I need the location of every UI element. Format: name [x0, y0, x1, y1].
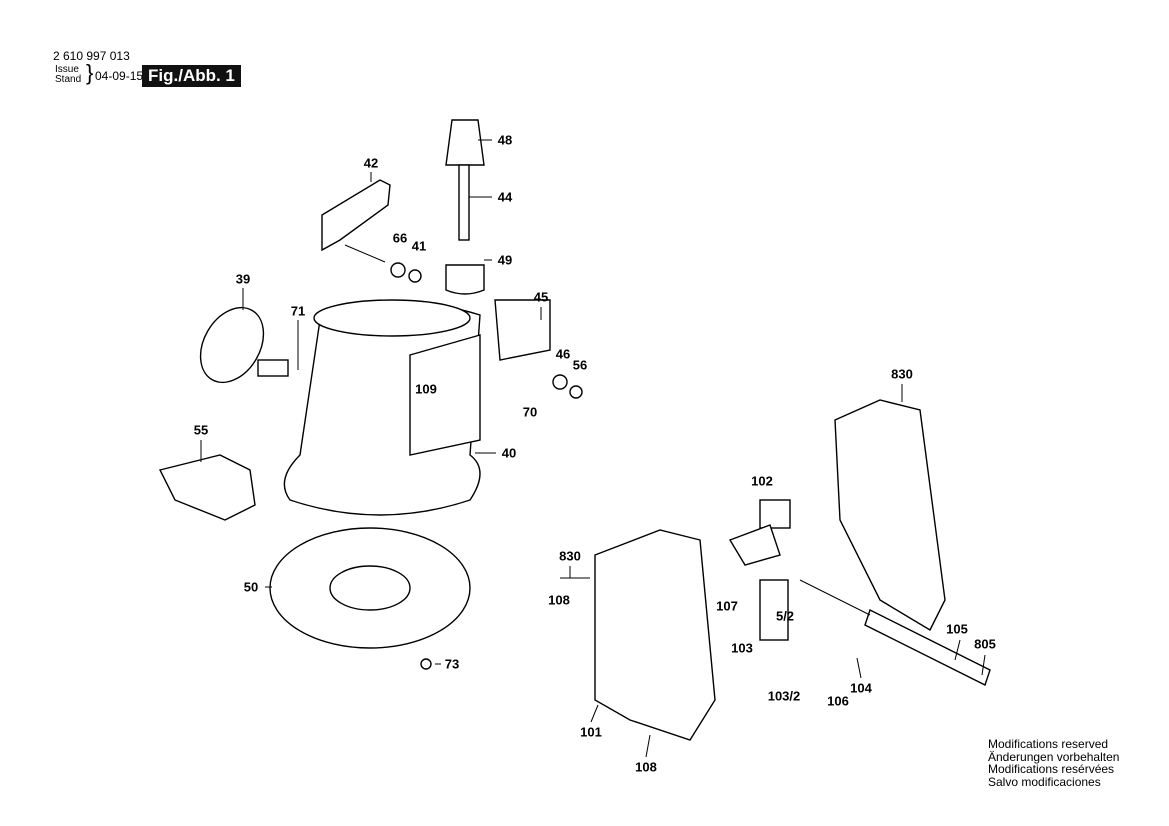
- nut-41: [408, 269, 422, 283]
- part-label-106: 106: [827, 693, 849, 709]
- part-label-103: 103: [731, 640, 753, 656]
- knob-48: [445, 119, 485, 166]
- part-label-71: 71: [290, 303, 306, 319]
- base-opening: [313, 299, 471, 337]
- part-label-103-2: 103/2: [767, 688, 801, 704]
- washer-66: [390, 262, 406, 278]
- document-number: 2 610 997 013: [53, 49, 130, 63]
- part-label-44: 44: [497, 189, 513, 205]
- screw-56: [569, 385, 583, 399]
- issue-date: 04-09-15: [95, 69, 144, 83]
- part-label-102: 102: [751, 473, 773, 489]
- switch-103: [759, 579, 789, 641]
- part-label-830-right: 830: [891, 366, 913, 382]
- part-label-41: 41: [411, 238, 427, 254]
- part-label-105: 105: [946, 621, 968, 637]
- part-label-107: 107: [716, 598, 738, 614]
- notice-es: Salvo modificaciones: [988, 774, 1101, 789]
- notice-de: Änderungen vorbehalten: [988, 749, 1120, 764]
- issue-text: Issue: [55, 64, 79, 75]
- switch-102: [759, 499, 791, 529]
- bracket-45: [494, 299, 551, 361]
- handle-right-830: [834, 399, 946, 631]
- spring-46: [552, 374, 568, 390]
- part-label-109: 109: [415, 381, 437, 397]
- leader-lines: [200, 139, 986, 758]
- screw-73: [420, 658, 432, 670]
- part-label-49: 49: [497, 252, 513, 268]
- bracket-42: [321, 179, 391, 252]
- part-label-108: 108: [548, 592, 570, 608]
- stand-text: Stand: [55, 74, 82, 85]
- part-label-805: 805: [974, 636, 996, 652]
- part-label-73: 73: [444, 656, 460, 672]
- figure-title: Fig./Abb. 1: [142, 65, 241, 87]
- part-label-66: 66: [392, 230, 408, 246]
- threaded-rod-44: [458, 164, 470, 241]
- nut-49: [445, 264, 485, 295]
- notice-fr: Modifications resérvées: [988, 762, 1115, 776]
- part-label-50: 50: [243, 579, 259, 595]
- knob-39: [199, 306, 265, 384]
- notice-en: Modifications reserved: [988, 737, 1109, 751]
- part-label-55: 55: [193, 422, 209, 438]
- brace: }: [86, 60, 94, 85]
- part-label-40: 40: [501, 445, 517, 461]
- part-label-104: 104: [850, 680, 872, 696]
- part-label-5-2: 5/2: [775, 608, 795, 624]
- modifications-notice: Modifications reserved Änderungen vorbeh…: [988, 738, 1119, 788]
- part-label-108-bottom: 108: [635, 759, 657, 775]
- part-label-56: 56: [572, 357, 588, 373]
- part-label-48: 48: [497, 132, 513, 148]
- handle-left-830: [594, 529, 716, 741]
- part-label-39: 39: [235, 271, 251, 287]
- part-label-101: 101: [580, 724, 602, 740]
- part-label-45: 45: [533, 289, 549, 305]
- part-label-42: 42: [363, 155, 379, 171]
- cable-105: [864, 609, 991, 686]
- part-label-830-left: 830: [559, 548, 581, 564]
- part-label-70: 70: [522, 404, 538, 420]
- part-label-46: 46: [555, 346, 571, 362]
- cover-55: [158, 454, 256, 521]
